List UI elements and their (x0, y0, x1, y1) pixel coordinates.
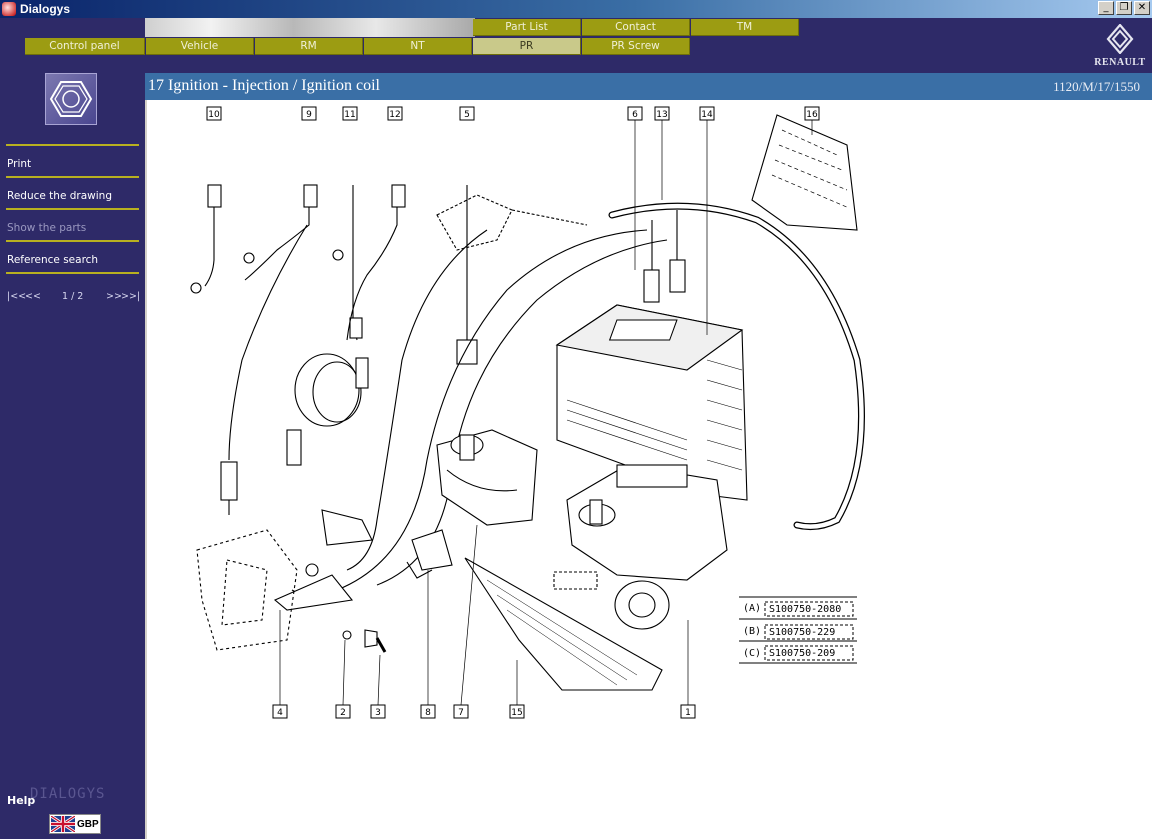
callout-box[interactable] (206, 106, 222, 121)
exploded-parts-drawing[interactable]: 10 9 11 12 5 6 13 14 16 4 2 3 8 (147, 100, 1152, 839)
callout-box[interactable] (654, 106, 670, 121)
currency-selector[interactable]: GBP (49, 814, 101, 834)
reference-code[interactable]: S100750-229 (769, 627, 835, 638)
sidebar: Print Reduce the drawing Show the parts … (0, 73, 145, 839)
restore-button[interactable]: ❐ (1116, 1, 1132, 15)
callout-box[interactable] (804, 106, 820, 121)
callout-label: 8 (425, 708, 431, 718)
app-icon (2, 2, 16, 16)
callout-box[interactable] (370, 704, 386, 719)
tab-nt[interactable]: NT (364, 38, 472, 55)
callout-label: 14 (701, 110, 713, 120)
menu-separator (6, 144, 139, 146)
callout-label: 16 (806, 110, 818, 120)
reference-code[interactable]: S100750-2080 (769, 604, 841, 615)
reference-key: (B) (743, 626, 761, 637)
callout-label: 1 (685, 708, 691, 718)
tab-control-panel[interactable]: Control panel (25, 38, 145, 55)
dialogys-watermark: DIALOGYS (30, 786, 106, 802)
callout-labels-bottom: 4 2 3 8 7 15 1 (272, 704, 696, 719)
first-page-button[interactable]: |<< (7, 291, 27, 302)
tab-vehicle[interactable]: Vehicle (146, 38, 254, 55)
menu-separator (6, 208, 139, 210)
page-indicator: 1 / 2 (62, 291, 84, 302)
tab-part-list[interactable]: Part List (473, 19, 581, 36)
hex-bolt-icon (49, 81, 93, 117)
callout-label: 11 (344, 110, 355, 120)
callout-box[interactable] (459, 106, 475, 121)
callout-label: 9 (306, 110, 312, 120)
callout-label: 5 (464, 110, 470, 120)
next-page-button[interactable]: >> (106, 291, 122, 302)
window-controls: _ ❐ ✕ (1098, 1, 1150, 15)
show-parts-menu-item[interactable]: Show the parts (7, 222, 87, 234)
header-banner-image (145, 18, 475, 37)
menu-separator (6, 272, 139, 274)
part-category-icon (45, 73, 97, 125)
callout-label: 2 (340, 708, 346, 718)
close-button[interactable]: ✕ (1134, 1, 1150, 15)
reference-key: (C) (743, 648, 761, 659)
callout-box[interactable] (301, 106, 317, 121)
window-titlebar: Dialogys _ ❐ ✕ (0, 0, 1152, 18)
callout-label: 4 (277, 708, 283, 718)
tab-tm[interactable]: TM (691, 19, 799, 36)
renault-diamond-icon (1106, 23, 1134, 55)
reference-key: (A) (743, 603, 761, 614)
minimize-button[interactable]: _ (1098, 1, 1114, 15)
menu-separator (6, 240, 139, 242)
callout-label: 15 (511, 708, 522, 718)
window-title: Dialogys (20, 2, 71, 16)
callout-box[interactable] (627, 106, 643, 121)
callout-box[interactable] (342, 106, 358, 121)
callout-box[interactable] (420, 704, 436, 719)
reduce-drawing-menu-item[interactable]: Reduce the drawing (7, 190, 112, 202)
callout-box[interactable] (699, 106, 715, 121)
callout-label: 6 (632, 110, 638, 120)
callout-label: 3 (375, 708, 381, 718)
currency-label: GBP (77, 818, 99, 830)
menu-separator (6, 176, 139, 178)
callout-box[interactable] (387, 106, 403, 121)
callout-labels-top: 10 9 11 12 5 6 13 14 16 (206, 106, 820, 121)
tab-contact[interactable]: Contact (582, 19, 690, 36)
help-link[interactable]: Help (7, 794, 36, 807)
uk-flag-icon (51, 816, 75, 832)
brand-logo-label: RENAULT (1094, 57, 1146, 68)
callout-box[interactable] (680, 704, 696, 719)
document-header: 17 Ignition - Injection / Ignition coil … (145, 73, 1152, 100)
renault-logo: RENAULT (1094, 23, 1146, 69)
callout-label: 12 (389, 110, 400, 120)
document-reference: 1120/M/17/1550 (1053, 79, 1140, 94)
print-menu-item[interactable]: Print (7, 158, 32, 170)
callout-box[interactable] (509, 704, 525, 719)
callout-box[interactable] (453, 704, 469, 719)
callout-label: 10 (208, 110, 220, 120)
last-page-button[interactable]: >>| (121, 291, 141, 302)
callout-box[interactable] (335, 704, 351, 719)
tab-rm[interactable]: RM (255, 38, 363, 55)
tab-pr[interactable]: PR (473, 38, 581, 55)
reference-table: (A) S100750-2080 (B) S100750-229 (C) S10… (739, 596, 857, 664)
exploded-drawing-viewer[interactable]: 10 9 11 12 5 6 13 14 16 4 2 3 8 (145, 100, 1152, 839)
callout-box[interactable] (272, 704, 288, 719)
tab-pr-screw[interactable]: PR Screw (582, 38, 690, 55)
reference-code[interactable]: S100750-209 (769, 648, 835, 659)
reference-search-menu-item[interactable]: Reference search (7, 254, 99, 266)
page-pager: |<< << 1 / 2 >> >>| (7, 291, 141, 305)
callout-label: 7 (458, 708, 464, 718)
prev-page-button[interactable]: << (25, 291, 41, 302)
top-header: Part List Contact TM Control panel Vehic… (0, 18, 1152, 73)
callout-label: 13 (656, 110, 667, 120)
document-title: 17 Ignition - Injection / Ignition coil (148, 77, 380, 94)
